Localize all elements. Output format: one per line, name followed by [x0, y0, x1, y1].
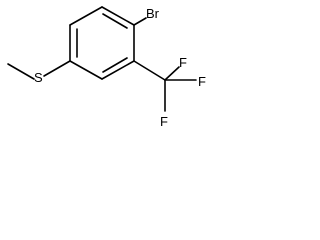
bond-s-methyl — [7, 63, 35, 80]
ring-bond-c2-c3 — [69, 6, 103, 26]
ring-bond-c1-c2 — [101, 6, 135, 26]
bromine-label: Br — [146, 6, 160, 21]
fluorine-label-bottom: F — [160, 114, 168, 129]
fluorine-label-top-right: F — [198, 74, 206, 89]
ring-bond-c5-c6 — [101, 60, 135, 80]
chemical-structure: Br S F F F — [7, 6, 206, 129]
bond-c-cf3 — [133, 60, 166, 81]
bond-c-br — [133, 17, 147, 26]
ring-bond-c4-c5 — [69, 60, 103, 80]
sulfur-label: S — [34, 70, 43, 85]
bond-c-f-top-left — [164, 66, 180, 81]
bond-c-s — [43, 60, 71, 77]
ring-double-bond-bottom — [102, 57, 128, 73]
ring-double-bond-top — [102, 13, 128, 29]
fluorine-label-top-left: F — [179, 55, 187, 70]
